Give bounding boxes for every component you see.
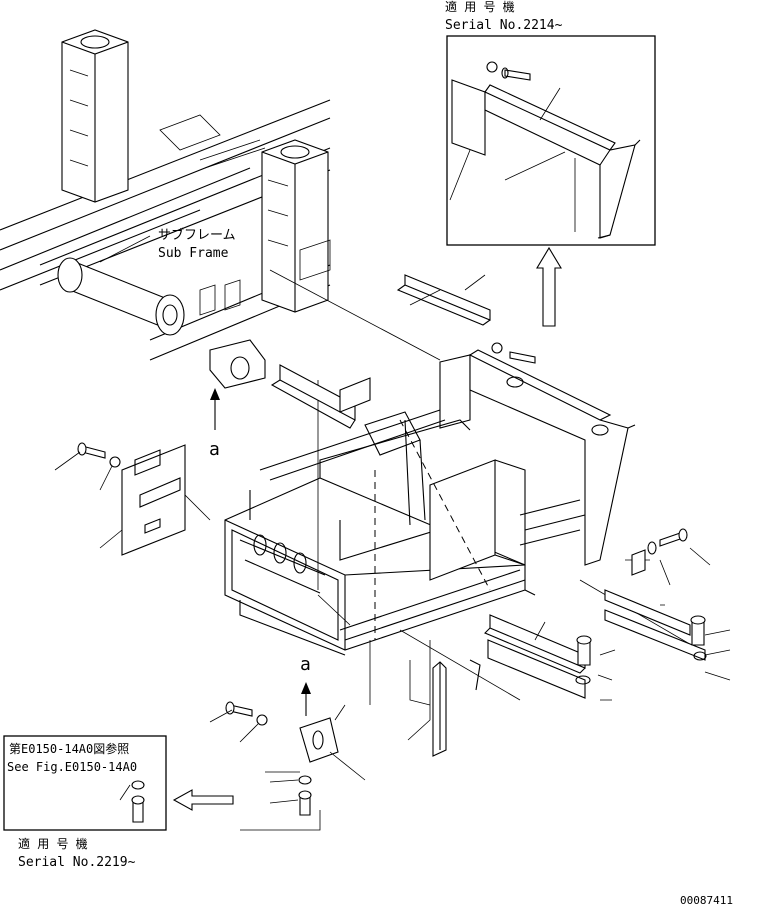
- bolt-right-middle: [631, 528, 711, 586]
- right-strip-parts: [484, 589, 731, 701]
- transition-arrow-up: [536, 246, 562, 327]
- inset-top-cover-panel: [449, 61, 641, 239]
- transition-arrow-left: [172, 789, 234, 811]
- angle-bracket-upper: [270, 364, 371, 429]
- view-label-a-upper: a: [209, 439, 220, 460]
- inset-bottom-bolt: [119, 780, 145, 823]
- centerline-2: [399, 419, 491, 591]
- subframe-label-jp: サブフレーム: [158, 227, 236, 243]
- inset-bottom-label-jp: 適 用 号 機: [18, 836, 88, 851]
- inset-top-label-serial: Serial No.2214~: [445, 18, 563, 33]
- sub-frame-assembly: [0, 29, 331, 389]
- drawing-number: 00087411: [680, 894, 733, 907]
- view-arrow-a-upper: [210, 388, 220, 430]
- bolt-washer-lower: [240, 771, 321, 831]
- reference-label-jp: 第E0150-14A0図参照: [9, 741, 129, 756]
- view-label-a-lower: a: [300, 654, 311, 675]
- reference-label-en: See Fig.E0150-14A0: [7, 760, 137, 774]
- main-box-assembly: [224, 342, 636, 656]
- vertical-post: [432, 661, 447, 757]
- plate-strip-upper: [396, 274, 491, 326]
- bolt-left-upper: [54, 442, 121, 491]
- inset-box-serial-2214: [446, 35, 656, 246]
- view-arrow-a-lower: [301, 682, 311, 716]
- subframe-label-en: Sub Frame: [158, 246, 229, 261]
- side-plate-left: [99, 444, 186, 556]
- bracket-lower: [209, 701, 366, 781]
- inset-box-serial-2219: [3, 735, 167, 831]
- inset-bottom-label-serial: Serial No.2219~: [18, 855, 136, 870]
- inset-top-label-jp: 適 用 号 機: [445, 0, 515, 14]
